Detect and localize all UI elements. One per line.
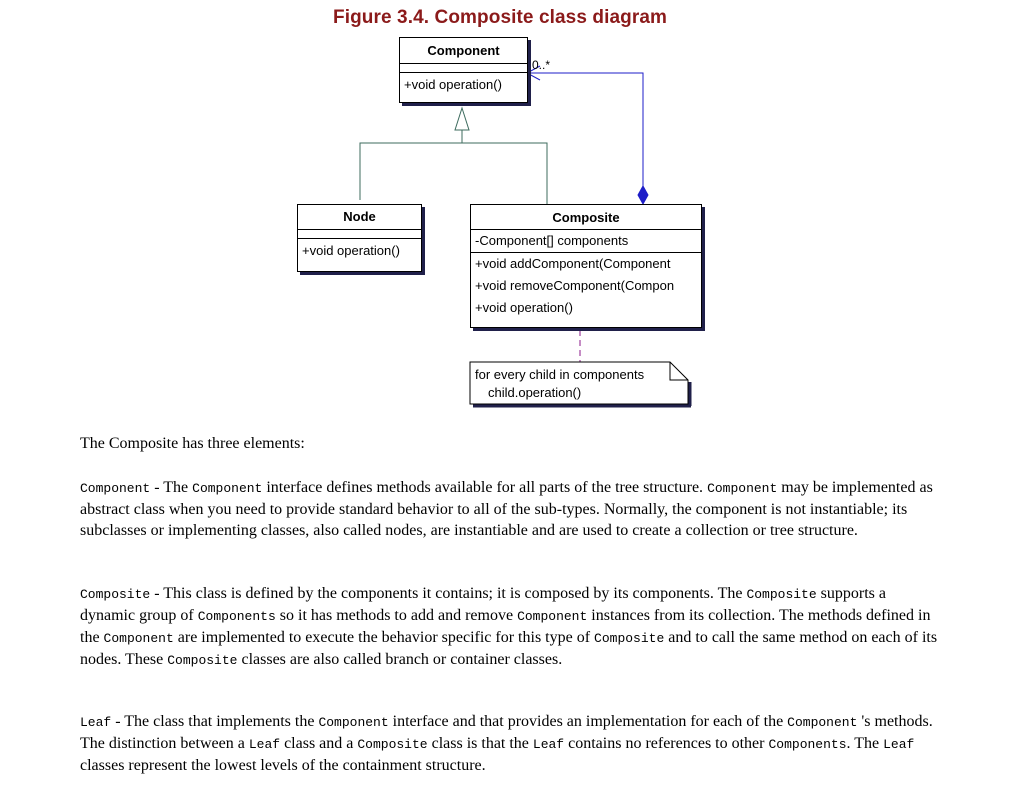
leaf-paragraph: Leaf - The class that implements the Com…: [80, 711, 940, 776]
code-ref: Components: [768, 737, 847, 752]
multiplicity-label: 0..*: [532, 58, 551, 72]
note-fold: [669, 362, 688, 381]
diagram-connectors: [359, 65, 692, 408]
text: so it has methods to add and remove: [275, 607, 518, 624]
text: supports a dynamic group of: [80, 585, 886, 624]
composite-attrs: -Component[] components: [471, 230, 701, 253]
dash: -: [150, 585, 164, 602]
code-ref: Component: [318, 715, 389, 730]
node-class: Node +void operation(): [297, 204, 422, 272]
code-ref: Leaf: [532, 737, 565, 752]
text: classes represent the lowest levels of t…: [80, 757, 486, 774]
generalization-line: [359, 142, 548, 205]
text: instances from its collection. The metho…: [80, 607, 931, 646]
component-class-name: Component: [400, 38, 527, 64]
code-ref: Composite: [594, 631, 665, 646]
term-composite: Composite: [80, 587, 151, 602]
composite-class-name: Composite: [471, 205, 701, 230]
code-ref: Component: [103, 631, 174, 646]
code-ref: Leaf: [883, 737, 915, 752]
composite-operation: +void operation(): [475, 300, 573, 315]
component-class: Component +void operation(): [399, 37, 528, 103]
note-shape: [469, 361, 689, 405]
composition-diamond: [637, 184, 649, 206]
intro-text: The Composite has three elements:: [80, 435, 305, 452]
code-ref: Composite: [167, 653, 238, 668]
code-ref: Component: [192, 481, 263, 496]
dash: -: [150, 479, 164, 496]
note-line-2: child.operation(): [488, 385, 582, 400]
text: may be implemented as abstract class whe…: [80, 479, 933, 539]
component-paragraph: Component - The Component interface defi…: [80, 477, 940, 541]
node-attrs: [298, 230, 421, 239]
term-leaf: Leaf: [80, 715, 112, 730]
dash: -: [111, 713, 125, 730]
code-ref: Component: [787, 715, 858, 730]
text: The class that implements the: [124, 713, 319, 730]
text: and to call the same method on each of i…: [80, 629, 938, 668]
intro-paragraph: The Composite has three elements:: [80, 433, 940, 454]
aggregation-line: [527, 72, 644, 188]
text: . The: [846, 735, 884, 752]
text: 's methods. The distinction between a: [80, 713, 933, 752]
text: classes are also called branch or contai…: [237, 651, 563, 668]
text: interface and that provides an implement…: [388, 713, 788, 730]
component-operation: +void operation(): [404, 77, 502, 92]
code-ref: Leaf: [248, 737, 281, 752]
composite-operation-add: +void addComponent(Component: [475, 256, 671, 271]
text: This class is defined by the components …: [163, 585, 747, 602]
text: class is that the: [427, 735, 533, 752]
composite-class: Composite -Component[] components +void …: [470, 204, 702, 328]
code-ref: Composite: [357, 737, 428, 752]
text: are implemented to execute the behavior …: [173, 629, 595, 646]
code-ref: Component: [707, 481, 778, 496]
text: contains no references to other: [564, 735, 769, 752]
composite-attribute: -Component[] components: [475, 233, 629, 248]
text: interface defines methods available for …: [262, 479, 708, 496]
code-ref: Composite: [746, 587, 817, 602]
component-attrs: [400, 64, 527, 73]
text: class and a: [280, 735, 358, 752]
node-class-name: Node: [298, 205, 421, 230]
code-ref: Components: [197, 609, 276, 624]
term-component: Component: [80, 481, 151, 496]
text: The: [163, 479, 193, 496]
node-operation: +void operation(): [302, 243, 400, 258]
code-ref: Component: [517, 609, 588, 624]
note: for every child in components child.oper…: [470, 362, 688, 404]
note-line-1: for every child in components: [475, 367, 645, 382]
composite-paragraph: Composite - This class is defined by the…: [80, 583, 940, 671]
figure-title: Figure 3.4. Composite class diagram: [333, 7, 667, 28]
composite-operation-remove: +void removeComponent(Compon: [475, 278, 675, 293]
generalization-arrowhead: [454, 106, 470, 131]
